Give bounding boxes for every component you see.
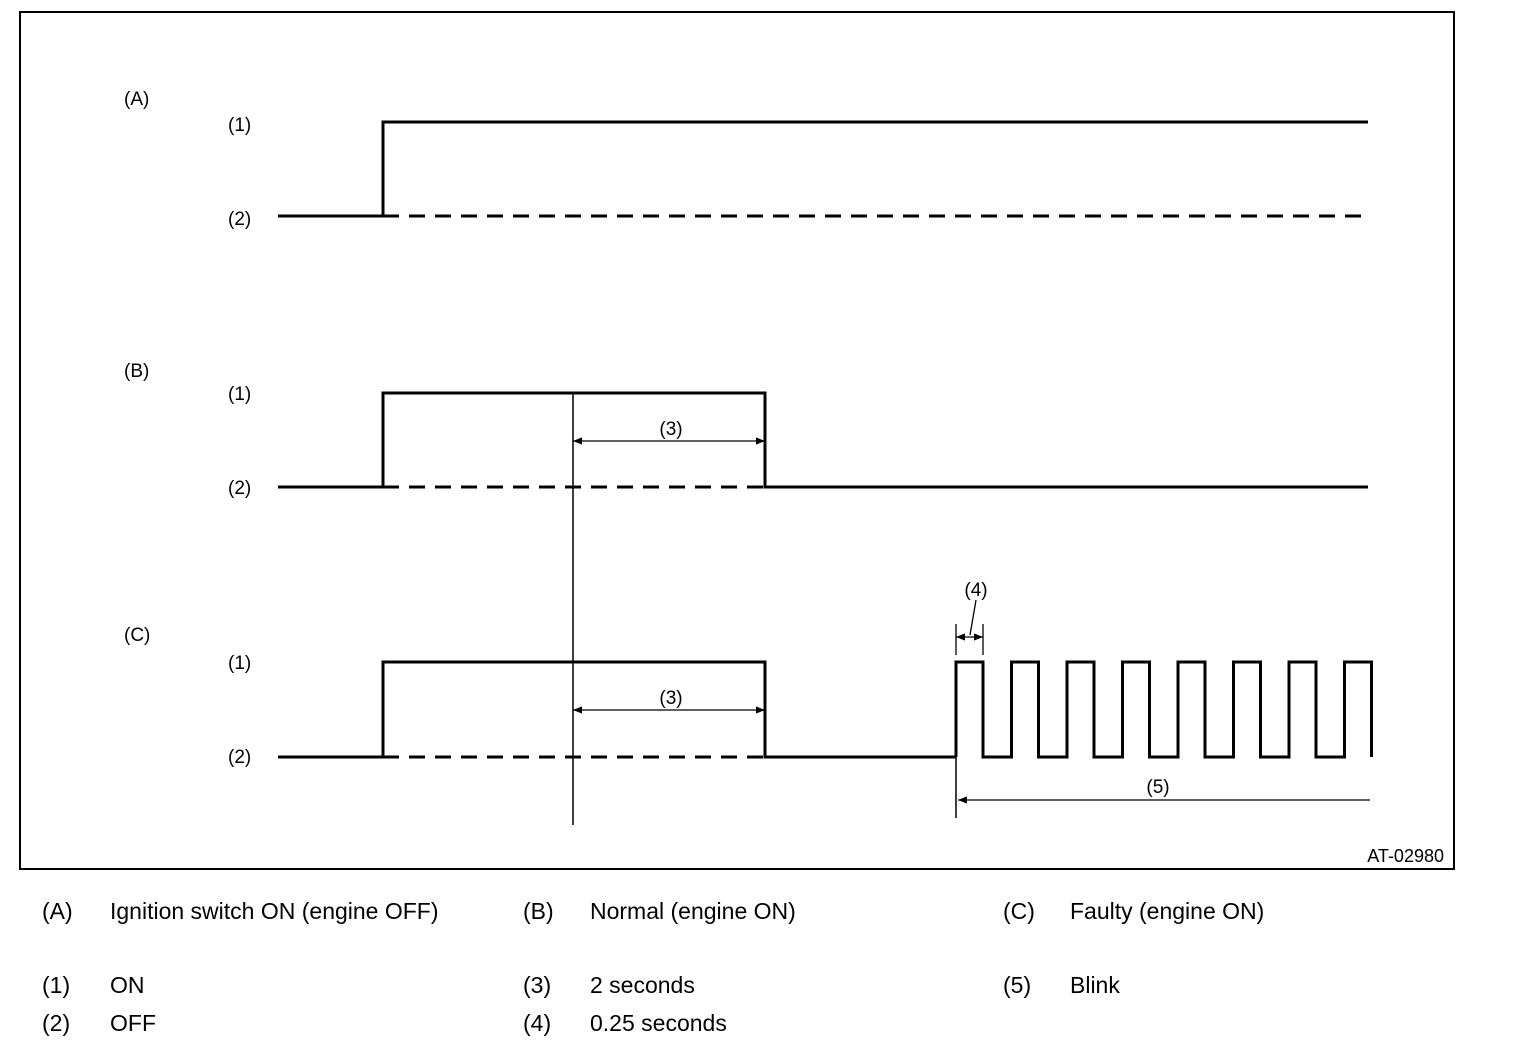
legend-text-1: ON <box>110 972 145 998</box>
pulse-width-label: (4) <box>964 580 987 601</box>
legend: (A) Ignition switch ON (engine OFF) (B) … <box>42 898 1264 1036</box>
diagram-frame <box>19 11 1455 870</box>
panel-b-label: (B) <box>124 361 149 382</box>
panel-b-level-off-label: (2) <box>228 478 251 499</box>
legend-text-c: Faulty (engine ON) <box>1070 898 1264 924</box>
legend-text-5: Blink <box>1070 972 1120 998</box>
panel-a: (A) (1) (2) <box>124 89 1368 230</box>
legend-text-3: 2 seconds <box>590 972 695 998</box>
panel-c-blink-pulses <box>954 660 1373 759</box>
legend-text-b: Normal (engine ON) <box>590 898 796 924</box>
blink-pulse-train <box>954 660 1373 759</box>
legend-key-4: (4) <box>523 1010 551 1036</box>
legend-key-2: (2) <box>42 1010 70 1036</box>
panel-c-duration-label: (3) <box>659 688 682 709</box>
panel-c-level-on-label: (1) <box>228 653 251 674</box>
legend-key-3: (3) <box>523 972 551 998</box>
panel-a-level-off-label: (2) <box>228 209 251 230</box>
pulse-width-leader <box>969 599 977 636</box>
legend-key-5: (5) <box>1003 972 1031 998</box>
panel-c-label: (C) <box>124 625 150 646</box>
blink-label: (5) <box>1146 777 1169 798</box>
panel-a-level-on-label: (1) <box>228 115 251 136</box>
legend-key-c: (C) <box>1003 898 1035 924</box>
legend-text-2: OFF <box>110 1010 156 1036</box>
panel-b-level-on-label: (1) <box>228 384 251 405</box>
panel-b-signal <box>278 391 1368 489</box>
legend-key-a: (A) <box>42 898 73 924</box>
figure-code: AT-02980 <box>1367 846 1444 866</box>
legend-key-1: (1) <box>42 972 70 998</box>
panel-c: (C) (1) (2) (3) (4) (5) <box>124 580 1373 818</box>
panel-c-level-off-label: (2) <box>228 747 251 768</box>
legend-key-b: (B) <box>523 898 554 924</box>
panel-c-signal <box>278 660 956 759</box>
panel-a-label: (A) <box>124 89 149 110</box>
legend-text-4: 0.25 seconds <box>590 1010 727 1036</box>
panel-b-duration-label: (3) <box>659 419 682 440</box>
panel-a-signal <box>278 120 1368 218</box>
legend-text-a: Ignition switch ON (engine OFF) <box>110 898 439 924</box>
panel-b: (B) (1) (2) (3) <box>124 361 1368 499</box>
